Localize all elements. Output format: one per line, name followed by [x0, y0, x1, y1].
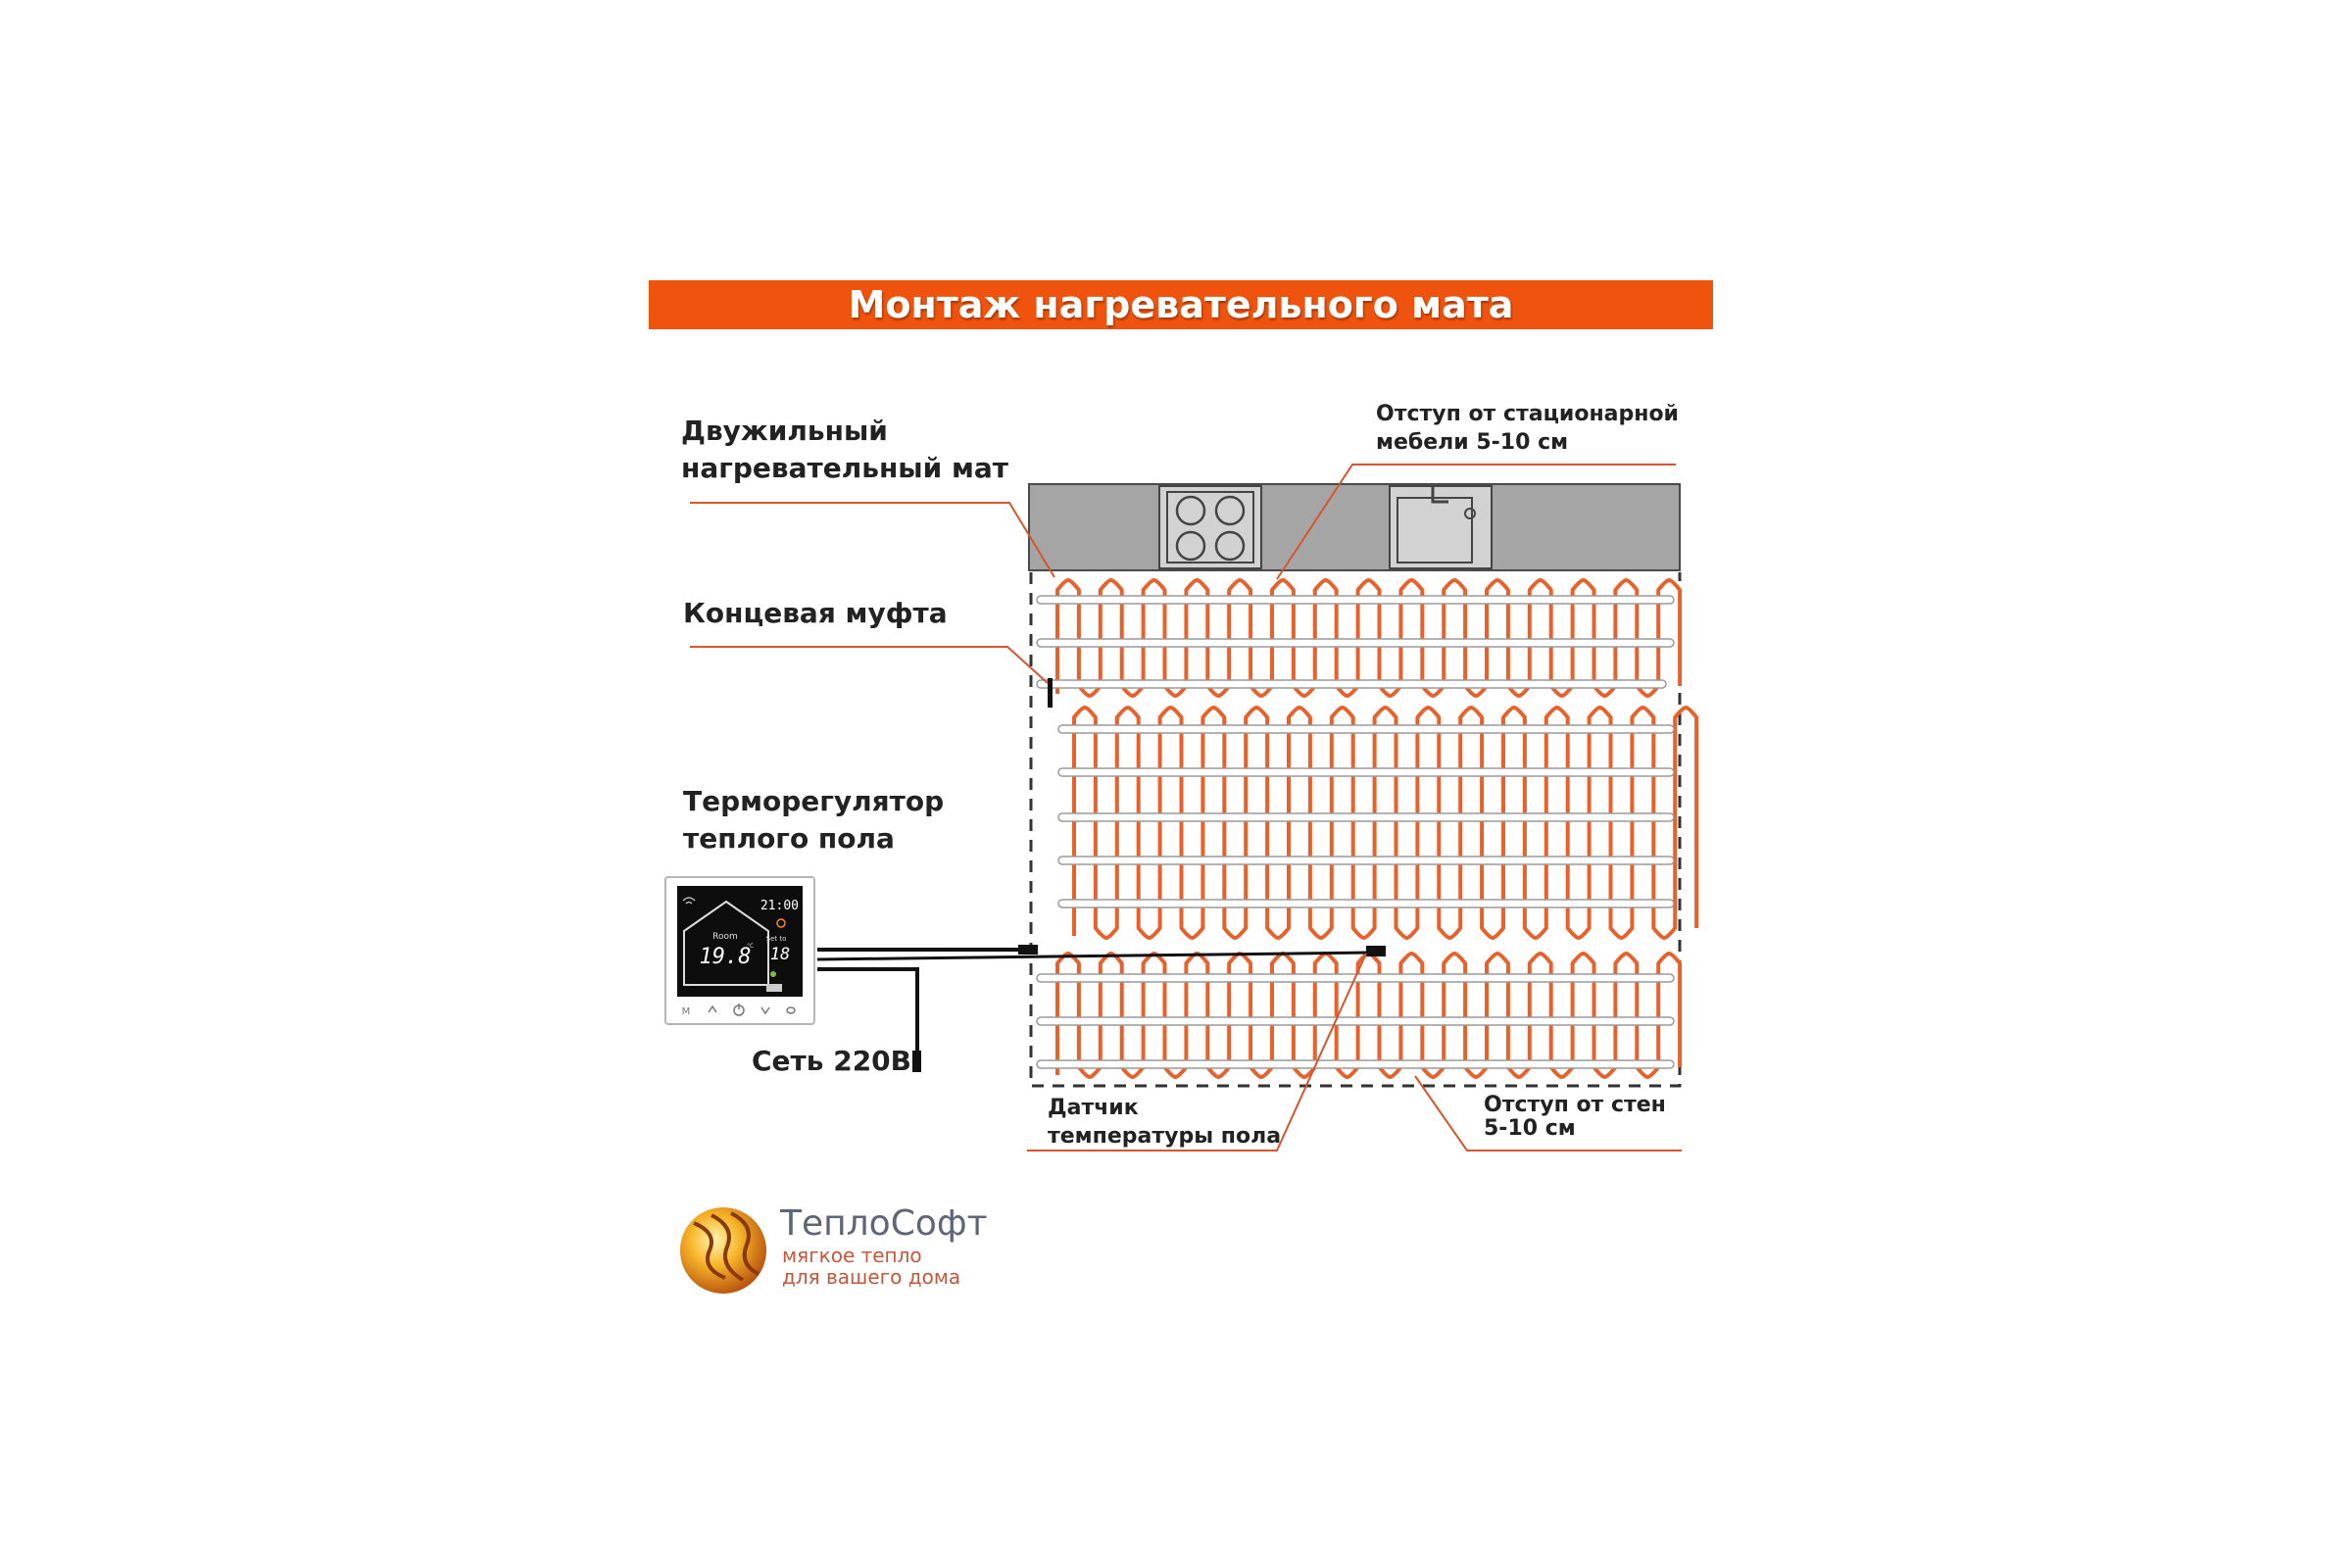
room-temp-readout: 19.8: [700, 945, 752, 969]
thermostat-device: Room 19.8 °C 21:00 Set to 18 M: [664, 876, 815, 1025]
label-wall-offset: Отступ от стен 5-10 см: [1484, 1093, 1666, 1141]
sink-icon: [1389, 485, 1493, 569]
label-floor-sensor: Датчик температуры пола: [1048, 1096, 1282, 1149]
cable-band: [1055, 578, 1683, 698]
counter: [1028, 483, 1681, 571]
wiring: [816, 948, 1373, 1068]
cold-lead-connector: [1018, 945, 1038, 955]
mesh-strip: [1057, 724, 1675, 734]
room-label: Room: [712, 932, 738, 942]
house-icon: [683, 900, 769, 986]
set-label: Set to: [766, 935, 787, 943]
mesh-strips: [1036, 595, 1675, 1069]
lock-icon: [766, 984, 782, 992]
cooktop-icon: [1158, 485, 1262, 569]
heating-cable: [1055, 578, 1699, 1079]
mode-button: M: [682, 1006, 691, 1017]
cable-band: [1072, 706, 1699, 940]
label-thermostat: Терморегулятор теплого пола: [683, 785, 945, 855]
label-furniture-offset: Отступ от стационарной мебели 5-10 см: [1376, 402, 1679, 455]
mesh-strip: [1036, 638, 1675, 648]
brand-tagline: мягкое тепло для вашего дома: [782, 1244, 961, 1289]
set-temp-readout: 18: [770, 945, 790, 964]
up-arrow-icon: [708, 1004, 717, 1013]
label-heating-mat: Двужильный нагревательный мат: [681, 415, 1008, 484]
mesh-strip: [1057, 767, 1675, 777]
eco-icon: [786, 1006, 796, 1014]
mesh-strip: [1036, 679, 1667, 689]
label-end-sleeve: Концевая муфта: [683, 597, 948, 629]
power-icon: [733, 1004, 745, 1016]
end-sleeve: [1048, 678, 1053, 708]
mesh-strip: [1057, 899, 1675, 908]
mains-plug: [912, 1051, 921, 1072]
label-mains: Сеть 220В: [752, 1045, 912, 1077]
mesh-strip: [1057, 812, 1675, 822]
heat-indicator-icon: [776, 918, 786, 928]
mesh-strip: [1036, 595, 1675, 605]
wifi-icon: [682, 897, 696, 905]
mesh-strip: [1036, 1016, 1675, 1026]
down-arrow-icon: [760, 1006, 770, 1015]
page-title: Монтаж нагревательного мата: [848, 283, 1514, 326]
wall-boundary: [1029, 572, 1682, 1088]
leader-lines: [690, 464, 1682, 1152]
clock-readout: 21:00: [760, 899, 799, 913]
mesh-strip: [1036, 1059, 1675, 1069]
logo-sun-icon: [680, 1207, 766, 1294]
temp-unit: °C: [747, 943, 754, 950]
cable-band: [1055, 952, 1683, 1079]
floor-sensor-probe: [1366, 946, 1386, 956]
title-banner: Монтаж нагревательного мата: [649, 280, 1713, 329]
mesh-strip: [1057, 856, 1675, 865]
brand-name: ТеплоСофт: [780, 1203, 988, 1244]
leaf-icon: [770, 971, 776, 977]
